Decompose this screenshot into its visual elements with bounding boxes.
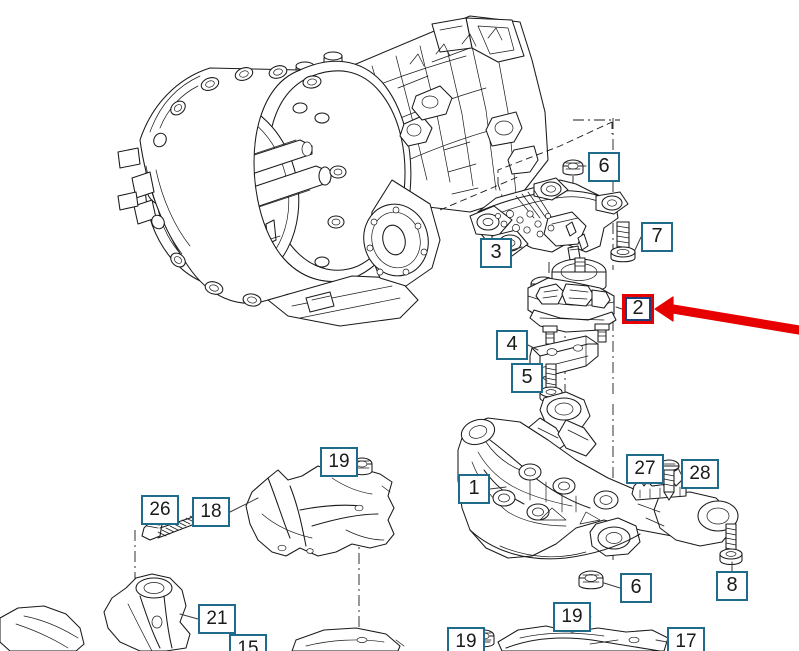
callout-label: 19 — [328, 450, 350, 472]
callout-label: 28 — [689, 462, 711, 484]
part-2-transmission-mount — [527, 257, 617, 345]
bracket-hole-pattern — [495, 210, 555, 238]
part-17-heat-shield-panel — [497, 625, 669, 651]
callout-label: 6 — [598, 155, 610, 177]
callout-box-6-upper[interactable]: 6 — [588, 152, 620, 182]
callout-box-19-upper[interactable]: 19 — [320, 447, 358, 477]
callout-box-8[interactable]: 8 — [716, 571, 748, 601]
part-6-upper-nut — [562, 159, 584, 176]
part-7-hex-bolt — [610, 221, 636, 263]
callout-label: 8 — [726, 574, 738, 596]
callout-label: 26 — [149, 498, 171, 520]
callout-label: 27 — [634, 457, 656, 479]
callout-box-6-lower[interactable]: 6 — [620, 573, 652, 603]
part-8-subframe-bolt — [719, 523, 743, 566]
callout-box-19-mid[interactable]: 19 — [553, 602, 591, 632]
callout-box-26[interactable]: 26 — [141, 495, 179, 525]
callout-box-2-highlighted[interactable]: 2 — [622, 294, 654, 324]
callout-box-7[interactable]: 7 — [641, 222, 673, 252]
callout-label: 15 — [237, 637, 259, 651]
gearbox-housing-drawing — [117, 15, 549, 327]
callout-box-21[interactable]: 21 — [198, 604, 236, 634]
callout-label: 5 — [521, 366, 533, 388]
callout-box-18[interactable]: 18 — [192, 497, 230, 527]
callout-box-17[interactable]: 17 — [667, 627, 705, 651]
callout-label: 21 — [206, 607, 228, 629]
callout-box-27[interactable]: 27 — [626, 454, 664, 484]
callout-box-4[interactable]: 4 — [496, 330, 528, 360]
callout-label: 19 — [455, 630, 477, 651]
part-15-lower-cover — [291, 627, 405, 651]
callout-label: 17 — [675, 630, 697, 651]
subframe-holes — [492, 463, 619, 521]
callout-label: 18 — [200, 500, 222, 522]
callout-label: 7 — [651, 225, 663, 247]
projection-guides — [439, 121, 613, 211]
callout-label: 4 — [506, 333, 518, 355]
callout-label: 1 — [468, 477, 480, 499]
red-pointer-arrow — [654, 296, 799, 335]
callout-box-1[interactable]: 1 — [458, 474, 490, 504]
callout-label: 2 — [632, 297, 644, 319]
callout-box-28[interactable]: 28 — [681, 459, 719, 489]
part-3-support-bracket — [469, 177, 629, 261]
callout-box-15[interactable]: 15 — [229, 634, 267, 651]
output-flange-bolts — [366, 206, 428, 276]
callout-box-19-lower[interactable]: 19 — [447, 627, 485, 651]
part-21-subframe-bracket — [0, 573, 191, 651]
callout-label: 3 — [490, 241, 502, 263]
part-6-lower-nut — [578, 570, 604, 590]
part-28-pan-screw — [658, 459, 680, 501]
part-1-rear-subframe — [457, 391, 739, 560]
callout-box-3[interactable]: 3 — [480, 238, 512, 268]
callout-box-5[interactable]: 5 — [511, 363, 543, 393]
callout-label: 19 — [561, 605, 583, 627]
callout-label: 6 — [630, 576, 642, 598]
